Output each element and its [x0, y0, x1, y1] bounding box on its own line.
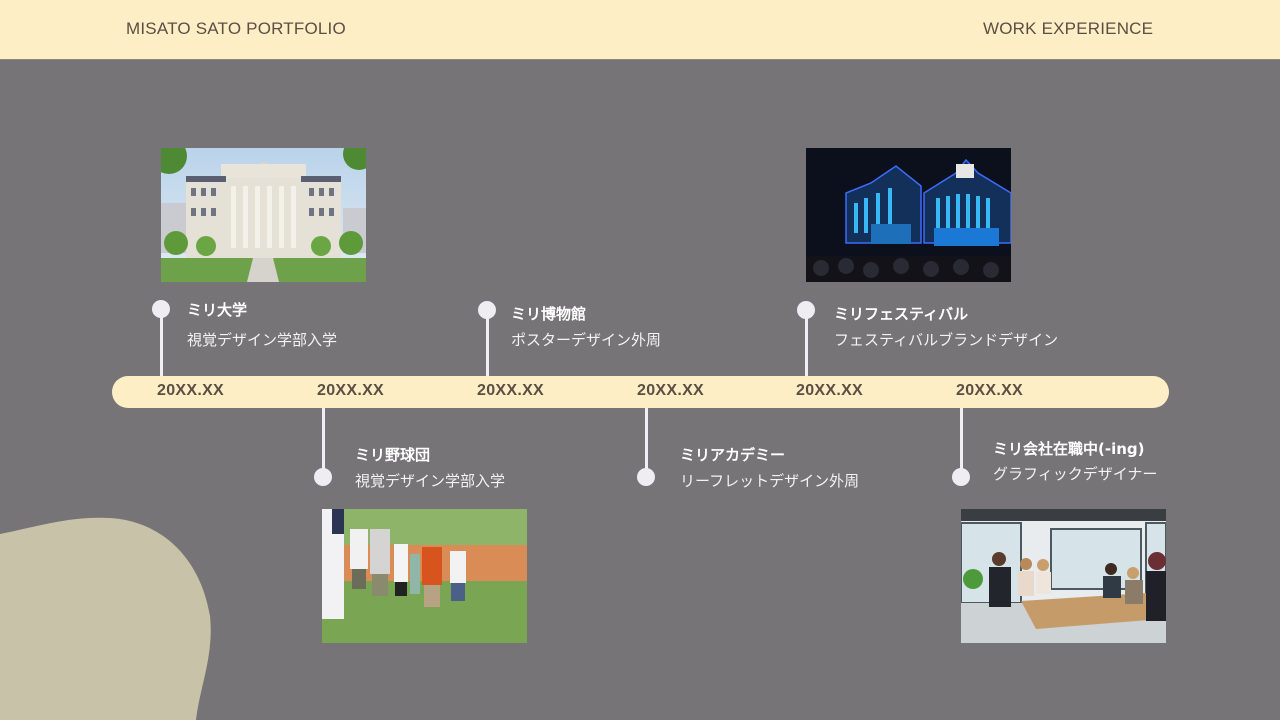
entry-subtitle-1: 視覚デザイン学部入学 — [187, 331, 338, 349]
entry-subtitle-4: リーフレットデザイン外周 — [680, 472, 860, 490]
timeline-dot-6 — [952, 468, 970, 486]
timeline-date-3: 20XX.XX — [477, 382, 545, 399]
festival-stage-photo — [806, 148, 1011, 282]
timeline-date-1: 20XX.XX — [157, 382, 225, 399]
timeline-dot-4 — [637, 468, 655, 486]
entry-subtitle-5: フェスティバルブランドデザイン — [834, 331, 1059, 349]
timeline-stem-5 — [805, 309, 808, 379]
entry-title-1: ミリ大学 — [187, 301, 248, 319]
timeline-stem-2 — [322, 405, 325, 477]
timeline-stem-1 — [160, 309, 163, 379]
decorative-blob-shape — [0, 517, 211, 720]
kids-baseball-field-photo — [322, 509, 527, 643]
header-bar: MISATO SATO PORTFOLIO WORK EXPERIENCE — [0, 0, 1280, 60]
entry-title-5: ミリフェスティバル — [834, 305, 969, 323]
timeline-stem-6 — [960, 405, 963, 477]
entry-subtitle-2: 視覚デザイン学部入学 — [355, 472, 506, 490]
entry-title-4: ミリアカデミー — [680, 446, 786, 464]
timeline-date-6: 20XX.XX — [956, 382, 1024, 399]
timeline-date-5: 20XX.XX — [796, 382, 864, 399]
university-building-photo — [161, 148, 366, 282]
timeline-stem-3 — [486, 309, 489, 379]
timeline-dot-2 — [314, 468, 332, 486]
timeline-dot-1 — [152, 300, 170, 318]
timeline-dot-3 — [478, 301, 496, 319]
office-meeting-photo — [961, 509, 1166, 643]
timeline-bar — [112, 376, 1169, 408]
entry-subtitle-6: グラフィックデザイナー — [993, 465, 1158, 483]
timeline-dot-5 — [797, 301, 815, 319]
timeline-date-2: 20XX.XX — [317, 382, 385, 399]
timeline-stem-4 — [645, 405, 648, 477]
section-title: WORK EXPERIENCE — [983, 19, 1154, 38]
timeline-date-4: 20XX.XX — [637, 382, 705, 399]
entry-title-6: ミリ会社在職中(-ing) — [993, 440, 1145, 458]
entry-title-2: ミリ野球団 — [355, 446, 431, 464]
entry-subtitle-3: ポスターデザイン外周 — [511, 331, 662, 349]
portfolio-title: MISATO SATO PORTFOLIO — [126, 19, 346, 38]
entry-title-3: ミリ博物館 — [511, 305, 587, 323]
